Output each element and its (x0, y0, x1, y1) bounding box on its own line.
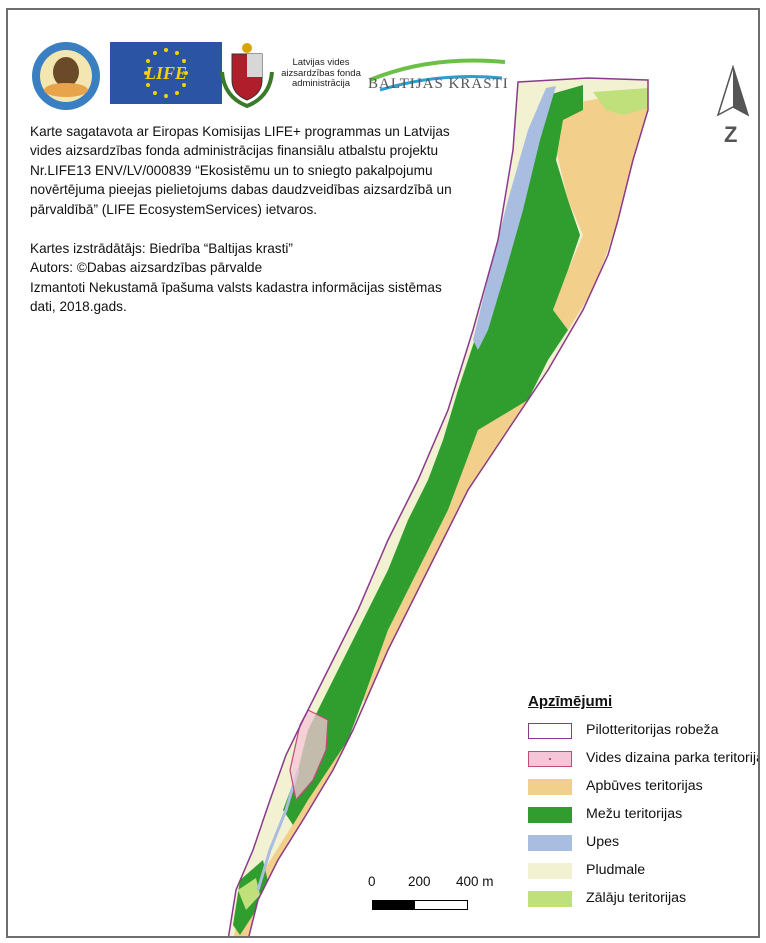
legend-item: Upes (528, 832, 758, 860)
lvafa-line-1: Latvijas vides (292, 57, 350, 68)
north-arrow-icon (716, 65, 750, 117)
legend-item: Zālāju teritorijas (528, 888, 758, 916)
legend-swatch (528, 807, 572, 823)
lvafa-line-2: aizsardzības fonda (281, 67, 361, 79)
park-area (289, 709, 329, 802)
legend-label: Mežu teritorijas (586, 806, 683, 822)
scale-segment-black (372, 900, 416, 910)
legend-label: Pilotteritorijas robeža (586, 722, 719, 738)
legend-item: Vides dizaina parka teritorija (528, 748, 760, 776)
life-logo-text: LIFE (144, 63, 187, 83)
map-canvas[interactable] (8, 10, 760, 938)
eu-life-logo: LIFE (110, 42, 222, 104)
built-area-north (553, 90, 648, 330)
baltijas-krasti-text: BALTIJAS KRASTI (368, 76, 509, 92)
map-description: Karte sagatavota ar Eiropas Komisijas LI… (30, 122, 470, 317)
river-area (473, 86, 556, 350)
north-label: Z (724, 122, 738, 147)
legend-label: Upes (586, 834, 620, 850)
legend-item: Pilotteritorijas robeža (528, 720, 758, 748)
logo-strip: LIFE Latvijas vides aizsardzības fonda a… (30, 40, 510, 110)
coat-of-arms-logo (220, 43, 274, 108)
author-line-1: Kartes izstrādātājs: Biedrība “Baltijas … (30, 241, 293, 257)
legend-swatch (528, 835, 572, 851)
scale-tick-400: 400 m (456, 874, 494, 889)
author-line-3: Izmantoti Nekustamā īpašuma valsts kadas… (30, 279, 442, 315)
meadow-area-south (238, 878, 260, 910)
legend-item: Apbūves teritorijas (528, 776, 758, 804)
scale-tick-200: 200 (408, 874, 431, 889)
ecosystem-services-logo (32, 42, 100, 110)
scale-tick-0: 0 (368, 874, 376, 889)
meadow-area-north (593, 88, 648, 115)
author-line-2: Autors: ©Dabas aizsardzības pārvalde (30, 260, 263, 276)
legend-label: Zālāju teritorijas (586, 890, 687, 906)
lvafa-logo: Latvijas vides aizsardzības fonda admini… (280, 57, 362, 90)
map-frame: LIFE Latvijas vides aizsardzības fonda a… (6, 8, 760, 938)
legend-item: Mežu teritorijas (528, 804, 758, 832)
description-paragraph: Karte sagatavota ar Eiropas Komisijas LI… (30, 124, 452, 217)
legend-swatch (528, 723, 572, 739)
scale-segment-white (414, 900, 468, 910)
legend-swatch (528, 863, 572, 879)
river-stream-south (256, 769, 300, 891)
legend-label: Pludmale (586, 862, 646, 878)
legend-label: Apbūves teritorijas (586, 778, 703, 794)
legend-item: Pludmale (528, 860, 758, 888)
forest-area (283, 85, 583, 825)
legend-label: Vides dizaina parka teritorija (586, 750, 760, 766)
legend-swatch (528, 891, 572, 907)
lvafa-line-3: administrācija (291, 78, 351, 89)
baltijas-krasti-logo: BALTIJAS KRASTI (368, 58, 509, 92)
scale-bar: 0 200 400 m (364, 874, 514, 918)
legend-swatch (528, 779, 572, 795)
legend-swatch (528, 751, 572, 767)
legend-title: Apzīmējumi (528, 693, 613, 710)
pilot-boundary (227, 77, 649, 936)
